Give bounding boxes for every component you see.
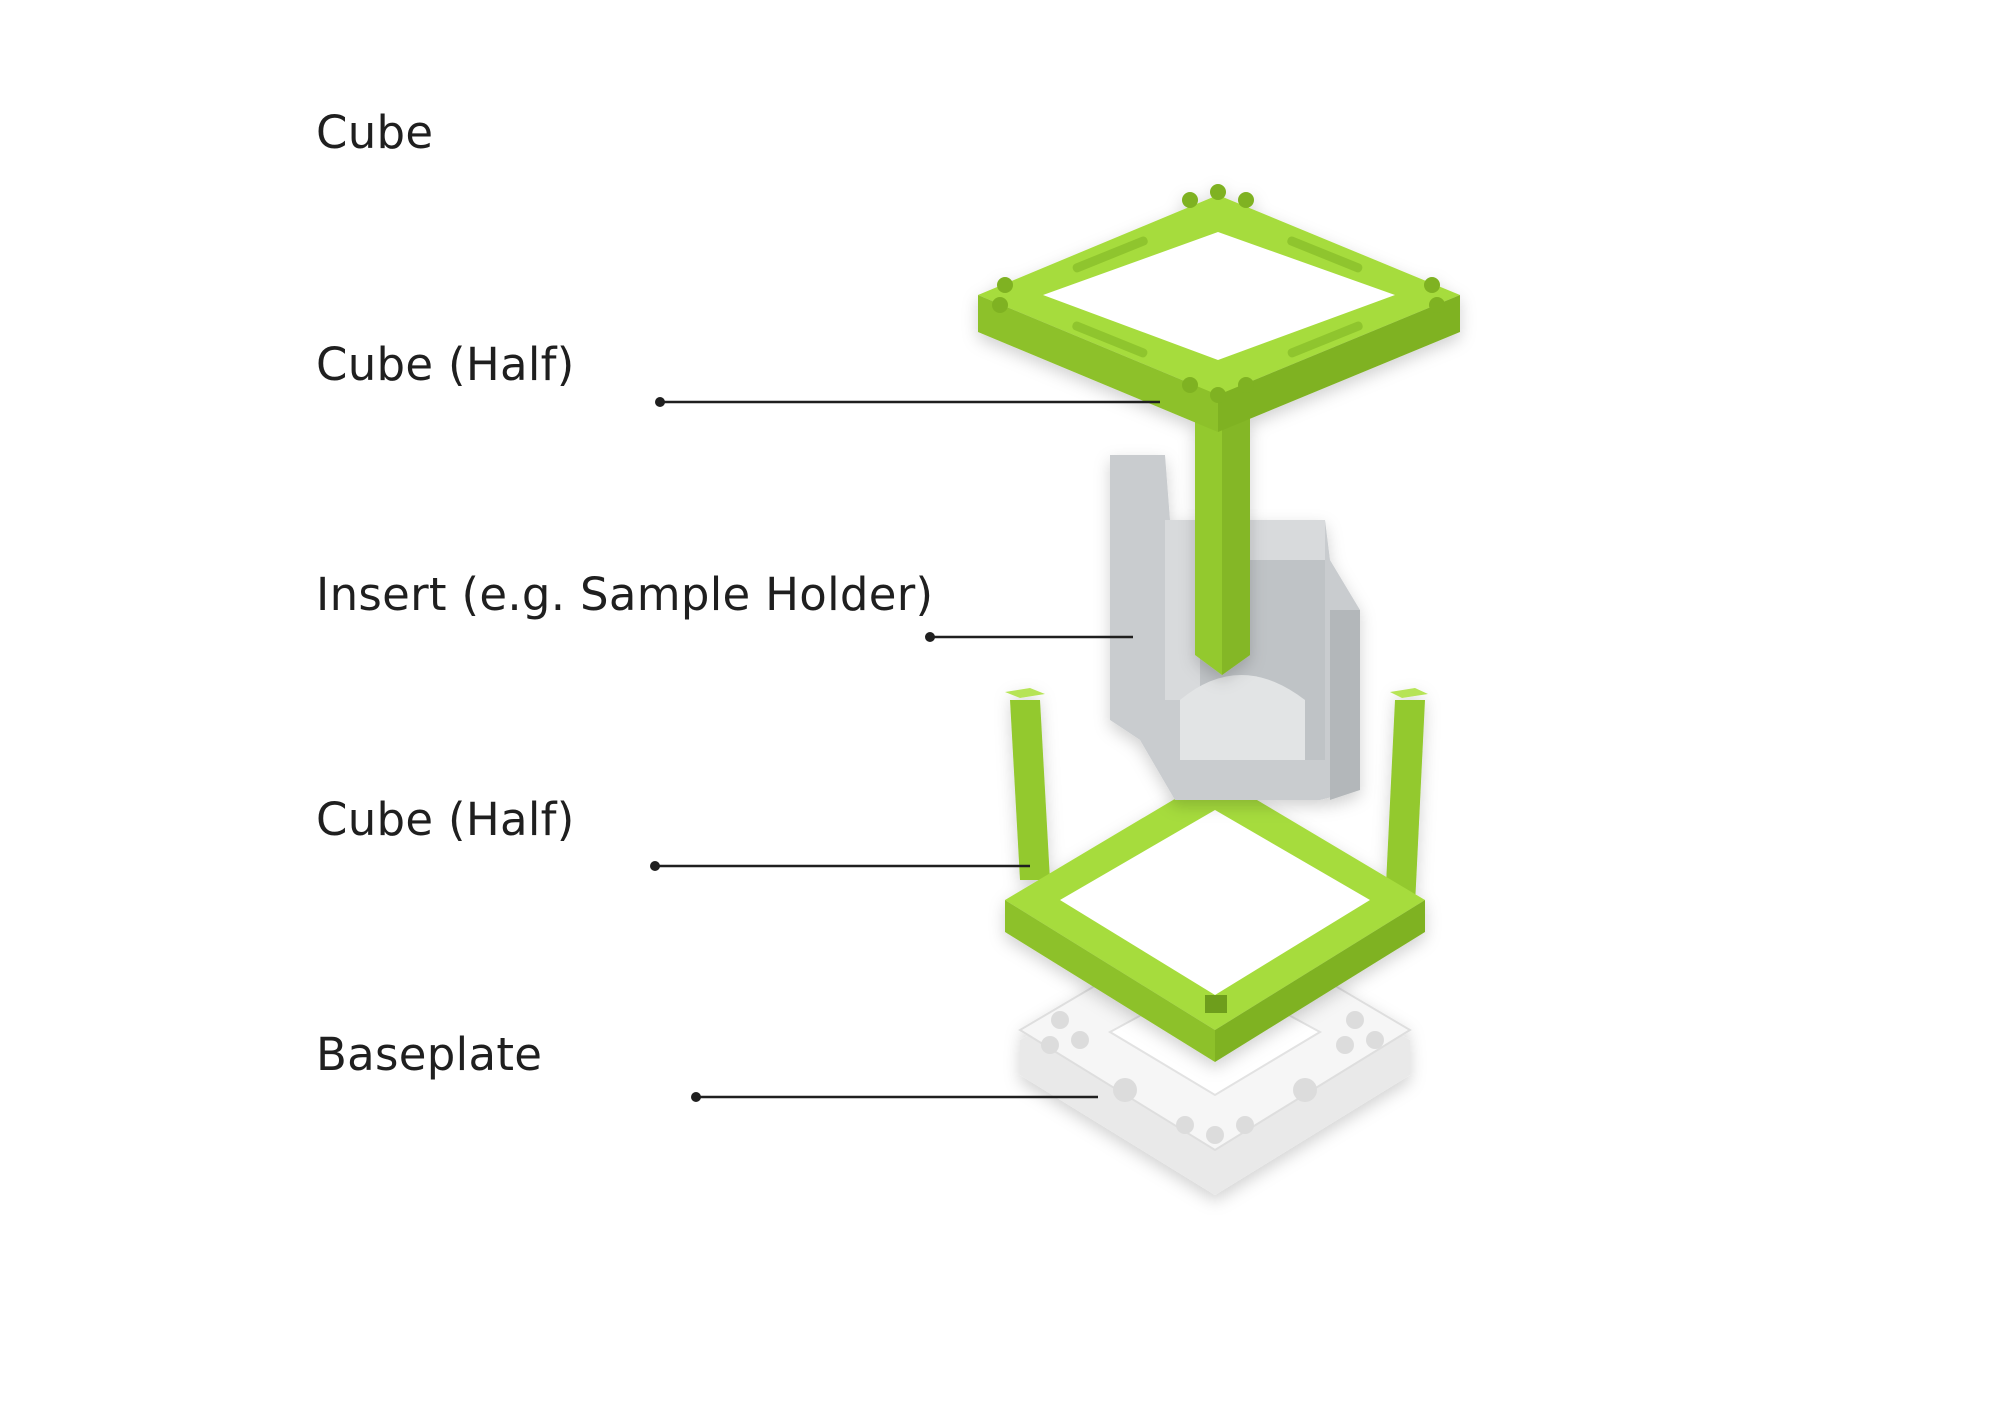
label-cube-half-bottom: Cube (Half) bbox=[316, 793, 575, 846]
label-cube-half-top: Cube (Half) bbox=[316, 338, 575, 391]
cube-half-bottom-part bbox=[1005, 688, 1428, 1062]
leader-line-baseplate bbox=[691, 1092, 1098, 1102]
label-baseplate: Baseplate bbox=[316, 1028, 543, 1081]
leader-line-cube-half-bottom bbox=[650, 861, 1030, 871]
label-cube: Cube bbox=[316, 106, 434, 159]
leader-dot bbox=[925, 632, 935, 642]
leader-dot bbox=[691, 1092, 701, 1102]
leader-dot bbox=[655, 397, 665, 407]
cube-half-top-part bbox=[978, 184, 1460, 675]
label-insert: Insert (e.g. Sample Holder) bbox=[316, 568, 934, 621]
leader-line-insert bbox=[925, 632, 1133, 642]
leader-line-cube-half-top bbox=[655, 397, 1160, 407]
leader-dot bbox=[650, 861, 660, 871]
